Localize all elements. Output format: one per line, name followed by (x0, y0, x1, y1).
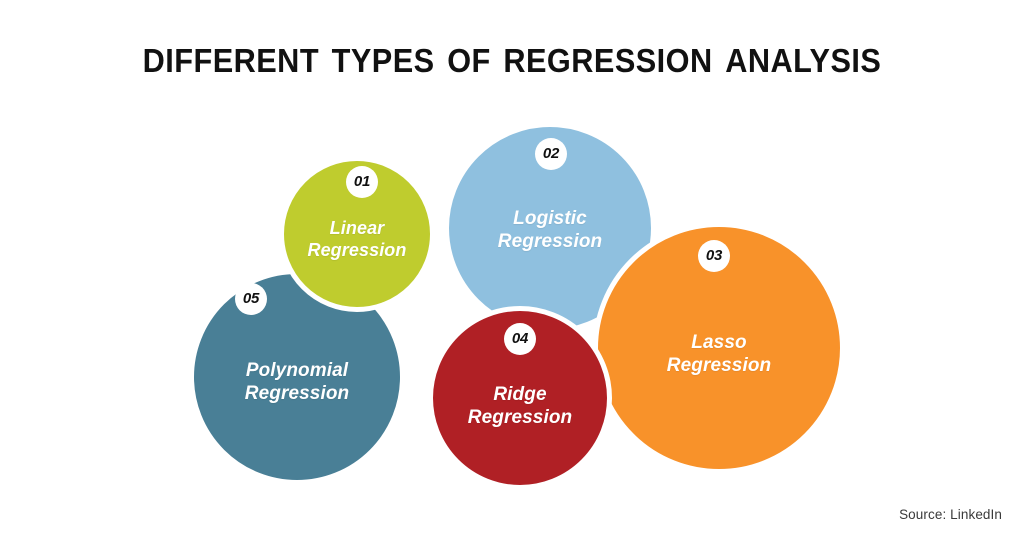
page-title: Different Types of Regression Analysis (142, 29, 882, 82)
badge-number-05: 05 (235, 283, 267, 315)
badge-number-02: 02 (535, 138, 567, 170)
bubble-label-polynomial-regression: Polynomial Regression (244, 359, 350, 404)
badge-number-04: 04 (504, 323, 536, 355)
badge-number-03: 03 (698, 240, 730, 272)
bubble-label-linear-regression: Linear Regression (307, 218, 407, 260)
bubble-label-logistic-regression: Logistic Regression (497, 207, 603, 252)
bubble-label-ridge-regression: Ridge Regression (467, 383, 573, 428)
badge-number-01: 01 (346, 166, 378, 198)
bubble-label-lasso-regression: Lasso Regression (666, 331, 772, 376)
source-attribution: Source: LinkedIn (899, 507, 1002, 522)
